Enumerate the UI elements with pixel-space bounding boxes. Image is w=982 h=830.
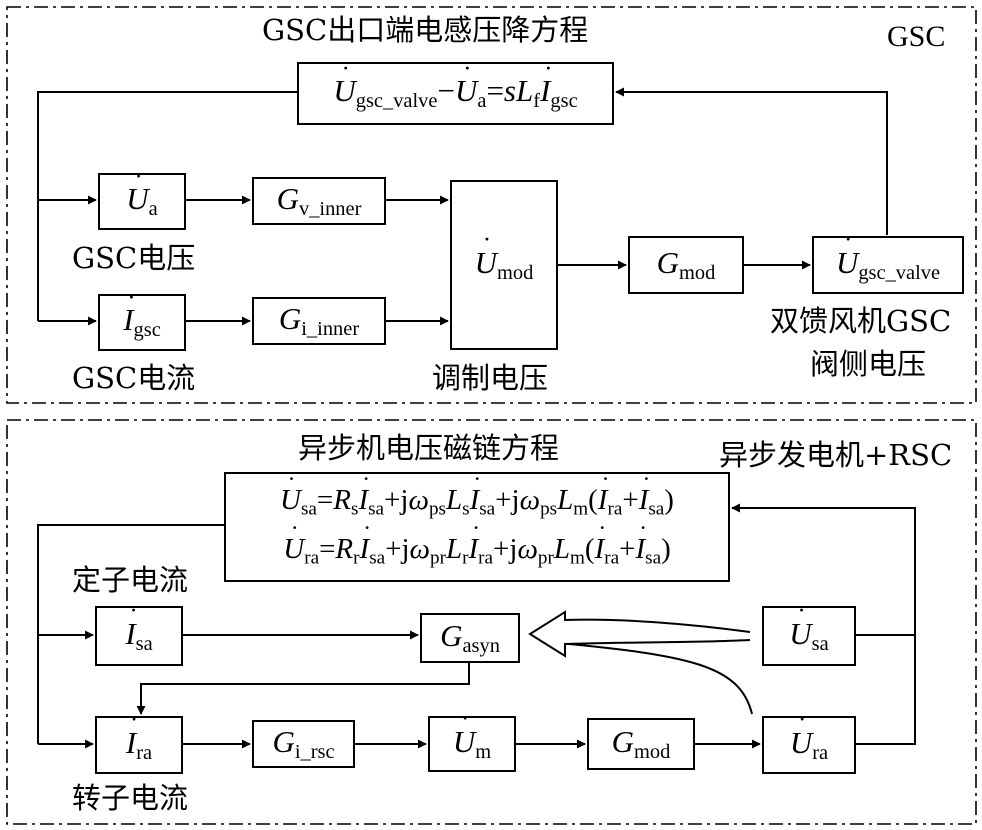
usa-block: Usa <box>762 603 856 666</box>
gsc-gmod-block: Gmod <box>628 236 744 294</box>
ugsc-valve-block: Ugsc_valve <box>812 232 964 294</box>
async-equation-box: Usa=RsIsa+jωpsLsIsa+jωpsLm(Ira+Isa) Ura=… <box>224 472 730 582</box>
valve-voltage-label-line2: 阀侧电压 <box>810 347 927 381</box>
async-feedback-line <box>731 503 916 745</box>
gasyn-block: Gasyn <box>420 613 520 663</box>
async-section-label: 异步发电机+RSC <box>719 438 953 472</box>
gi-rsc-block: Gi_rsc <box>252 720 355 768</box>
mod-voltage-label: 调制电压 <box>432 361 549 395</box>
ura-block: Ura <box>762 712 856 774</box>
gi-inner-block: Gi_inner <box>252 297 386 345</box>
async-section-border <box>6 419 977 825</box>
gsc-voltage-label: GSC电压 <box>72 241 196 275</box>
async-gmod-block: Gmod <box>587 718 695 770</box>
stator-current-label: 定子电流 <box>72 563 189 597</box>
gsc-feedback-line <box>615 87 888 235</box>
gsc-equation-box: Ugsc_valve−Ua=sLfIgsc <box>297 61 614 125</box>
gsc-equation: Ugsc_valve−Ua=sLfIgsc <box>333 61 577 113</box>
igsc-block: Igsc <box>98 290 186 351</box>
gsc-section-border <box>6 6 977 404</box>
gsc-current-label: GSC电流 <box>72 361 196 395</box>
isa-block: Isa <box>95 603 183 666</box>
gsc-equation-title: GSC出口端电感压降方程 <box>262 13 589 47</box>
async-equation-output-line <box>37 524 224 744</box>
valve-voltage-label-line1: 双馈风机GSC <box>770 304 952 338</box>
async-equation-line2: Ura=RrIsa+jωprLrIra+jωprLm(Ira+Isa) <box>283 521 670 570</box>
gsc-equation-output-line <box>37 91 298 321</box>
ira-block: Ira <box>95 712 183 774</box>
ura-to-gasyn-curve <box>547 638 753 715</box>
async-equation-line1: Usa=RsIsa+jωpsLsIsa+jωpsLm(Ira+Isa) <box>280 472 674 521</box>
umod-block: Umod <box>450 180 558 350</box>
async-equation-title: 异步机电压磁链方程 <box>298 431 560 465</box>
rotor-current-label: 转子电流 <box>72 781 189 815</box>
arrow-gasyn-to-ira <box>136 663 470 715</box>
ua-block: Ua <box>98 169 186 230</box>
um-block: Um <box>428 711 516 772</box>
gv-inner-block: Gv_inner <box>252 177 386 225</box>
gsc-section-label: GSC <box>887 20 946 53</box>
usa-to-gasyn-hollow-arrow <box>528 610 751 658</box>
